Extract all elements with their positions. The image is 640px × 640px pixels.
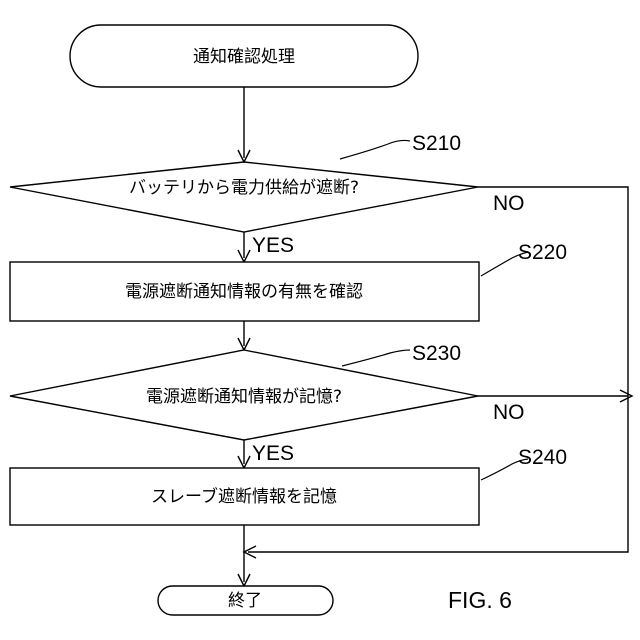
decision-s210: バッテリから電力供給が遮断? (10, 162, 478, 232)
figure-label: FIG. 6 (448, 587, 512, 613)
branch-no-s210: NO (493, 192, 525, 215)
leader-s230 (342, 350, 410, 366)
end-terminal: 終了 (158, 586, 333, 615)
step-code-s230: S230 (412, 342, 461, 365)
branch-no-s230: NO (493, 401, 525, 424)
step-code-s210: S210 (412, 132, 461, 155)
decision-s230: 電源遮断通知情報が記憶? (10, 350, 478, 440)
process-s240-label: スレーブ遮断情報を記憶 (151, 486, 337, 507)
branch-yes-s230: YES (252, 442, 294, 465)
decision-s210-label: バッテリから電力供給が遮断? (129, 178, 359, 198)
start-terminal-label: 通知確認処理 (193, 47, 295, 67)
process-s240: スレーブ遮断情報を記憶 (10, 468, 479, 525)
decision-s230-label: 電源遮断通知情報が記憶? (146, 387, 342, 407)
start-terminal: 通知確認処理 (70, 25, 418, 87)
step-code-s220: S220 (518, 241, 567, 264)
process-s220: 電源遮断通知情報の有無を確認 (10, 262, 479, 321)
leader-s210 (340, 140, 410, 159)
branch-yes-s210: YES (252, 234, 294, 257)
step-code-s240: S240 (518, 446, 567, 469)
process-s220-label: 電源遮断通知情報の有無を確認 (125, 282, 363, 302)
end-terminal-label: 終了 (228, 591, 262, 611)
